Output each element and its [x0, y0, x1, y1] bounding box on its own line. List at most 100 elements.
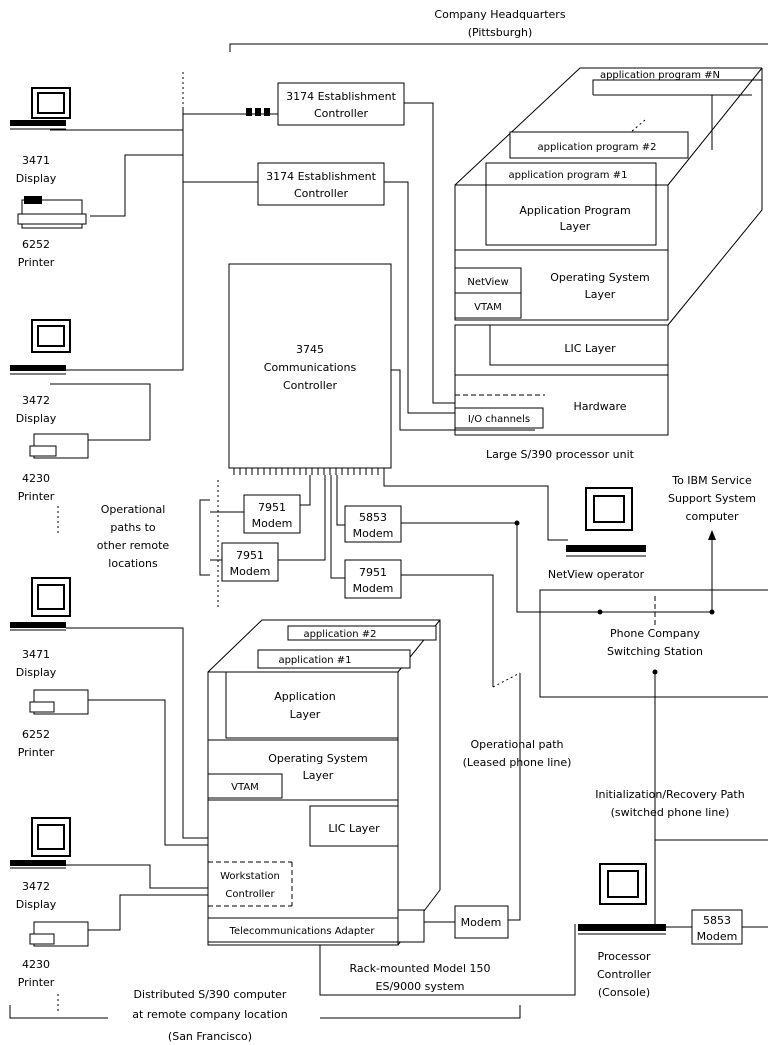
link-comm-mb — [278, 475, 326, 561]
phone-company-box — [539, 589, 768, 698]
printer-4-model: 4230 — [22, 958, 50, 971]
display-3471-remote[interactable] — [10, 577, 71, 631]
op-paths-line1: Operational — [101, 503, 166, 516]
netview-label: NetView — [467, 277, 508, 288]
display-3471-hq[interactable] — [10, 87, 71, 130]
rack-mounted-es9000[interactable]: application #2 application #1 Applicatio… — [207, 619, 441, 946]
link-p2 — [50, 383, 151, 441]
display-4-model: 3472 — [22, 880, 50, 893]
display-2-model: 3472 — [22, 394, 50, 407]
app-2-label: application program #2 — [538, 142, 657, 153]
hq-bracket — [229, 43, 768, 52]
netview-operator-terminal[interactable] — [566, 487, 646, 557]
display-1-type: Display — [16, 172, 57, 185]
large-unit-caption: Large S/390 processor unit — [486, 448, 635, 461]
vtam-small-label: VTAM — [231, 782, 259, 793]
arrow-up-icon — [708, 530, 716, 540]
link-md-leased — [401, 574, 494, 687]
printer-4-type: Printer — [18, 976, 55, 989]
printer-4230-hq[interactable] — [29, 433, 89, 459]
bus-link-p1 — [90, 154, 183, 217]
processor-line3: (Console) — [598, 986, 650, 999]
hardware-label: Hardware — [573, 400, 626, 413]
display-3-model: 3471 — [22, 648, 50, 661]
os-large-line1: Operating System — [550, 271, 650, 284]
lu-top-edge — [454, 67, 762, 186]
distributed-line2: at remote company location — [132, 1008, 287, 1021]
establishment-controller-1[interactable]: 3174 Establishment Controller — [277, 82, 405, 126]
modem-7951-a[interactable]: 7951 Modem — [243, 494, 301, 534]
modem-5853-console[interactable]: 5853 Modem — [691, 909, 743, 945]
bus-link-d2 — [50, 195, 184, 371]
init-path-line1: Initialization/Recovery Path — [595, 788, 744, 801]
link-comm-md — [330, 475, 345, 579]
phone-company-line2: Switching Station — [607, 645, 703, 658]
os-small-line2: Layer — [303, 769, 334, 782]
junction-dot — [597, 609, 603, 615]
modem-c-label: Modem — [353, 527, 394, 540]
display-4-type: Display — [16, 898, 57, 911]
op-paths-line4: locations — [108, 557, 158, 570]
ibm-service-line3: computer — [685, 510, 739, 523]
io-channels-label: I/O channels — [468, 414, 530, 425]
modem-7951-c[interactable]: 7951 Modem — [344, 559, 402, 599]
leased-zigzag — [492, 672, 521, 688]
display-3472-remote[interactable] — [10, 817, 71, 869]
netview-operator-label: NetView operator — [548, 568, 645, 581]
comm-line2: Communications — [264, 361, 357, 374]
vtam-large-label: VTAM — [474, 302, 502, 313]
ibm-service-line1: To IBM Service — [671, 474, 752, 487]
op-paths-line2: paths to — [110, 521, 156, 534]
leased-path-line1: Operational path — [470, 738, 563, 751]
controller-1-line1: 3174 Establishment — [286, 90, 396, 103]
lic-small-label: LIC Layer — [328, 822, 380, 835]
modem-5853-a[interactable]: 5853 Modem — [344, 505, 402, 543]
rack-caption-line2: ES/9000 system — [376, 980, 465, 993]
app-n-label: application program #N — [600, 70, 720, 81]
modem-7951-b[interactable]: 7951 Modem — [221, 542, 279, 582]
modem-a-label: Modem — [252, 517, 293, 530]
communications-controller[interactable]: 3745 Communications Controller — [228, 263, 392, 475]
modem-c-model: 5853 — [359, 511, 387, 524]
link-c1-hw — [404, 102, 455, 404]
modem-b-label: Modem — [230, 565, 271, 578]
printer-4230-remote[interactable] — [29, 921, 89, 947]
lu-right-edge — [667, 68, 763, 326]
hq-location: (Pittsburgh) — [468, 26, 533, 39]
printer-3-model: 6252 — [22, 728, 50, 741]
apl-line2: Layer — [560, 220, 591, 233]
modem-d-model: 7951 — [359, 566, 387, 579]
processor-controller-console[interactable] — [578, 863, 666, 935]
printer-1-model: 6252 — [22, 238, 50, 251]
printer-6252-hq[interactable] — [17, 196, 87, 229]
app-n-panel — [592, 79, 762, 96]
link-console-rack — [319, 924, 576, 996]
modem-e-label: Modem — [461, 916, 502, 929]
establishment-controller-2[interactable]: 3174 Establishment Controller — [257, 162, 385, 206]
link-p4 — [88, 894, 208, 931]
apl-line1: Application Program — [519, 204, 630, 217]
comm-line1: 3745 — [296, 343, 324, 356]
lic-large-label: LIC Layer — [564, 342, 616, 355]
app-2-small-label: application #2 — [303, 629, 376, 640]
comm-line3: Controller — [283, 379, 338, 392]
modem-a-model: 7951 — [258, 501, 286, 514]
large-processor-unit[interactable]: application program #N application progr… — [454, 67, 763, 461]
modem-f-model: 5853 — [703, 914, 731, 927]
printer-2-type: Printer — [18, 490, 55, 503]
junction-dot — [652, 669, 658, 675]
modem-rack[interactable]: Modem — [454, 905, 509, 939]
lic-box — [489, 325, 668, 366]
display-1-model: 3471 — [22, 154, 50, 167]
rack-caption-line1: Rack-mounted Model 150 — [350, 962, 491, 975]
controller-2-line2: Controller — [294, 187, 349, 200]
op-paths-brace — [199, 499, 210, 576]
os-small-line1: Operating System — [268, 752, 368, 765]
link-comm-mc — [336, 475, 345, 526]
wc-line1: Workstation — [220, 871, 280, 882]
display-3472-hq[interactable] — [10, 319, 71, 375]
hq-title: Company Headquarters — [434, 8, 565, 21]
display-3-type: Display — [16, 666, 57, 679]
printer-6252-remote[interactable] — [29, 689, 89, 715]
